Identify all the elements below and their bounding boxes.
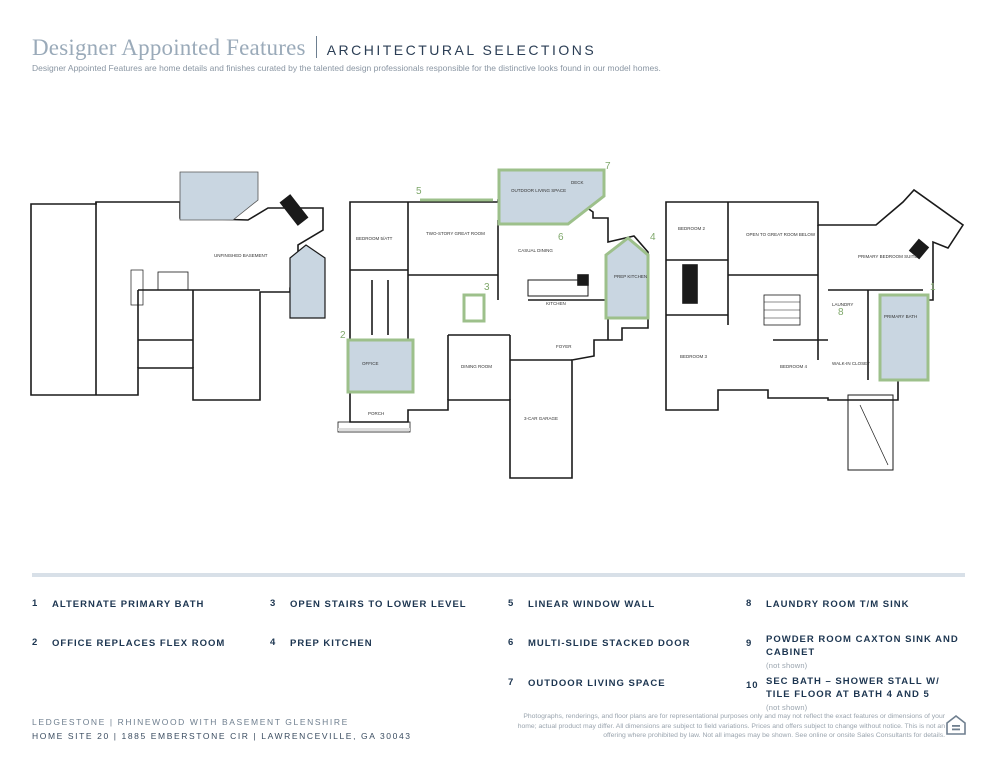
label-prep-kitchen: PREP KITCHEN	[614, 274, 647, 279]
feature-label: MULTI-SLIDE STACKED DOOR	[528, 638, 691, 649]
feature-label: SEC BATH – SHOWER STALL W/ TILE FLOOR AT…	[766, 676, 940, 700]
marker-3: 3	[484, 282, 490, 293]
label-bedroom-2: BEDROOM 2	[678, 226, 706, 231]
label-kitchen: KITCHEN	[546, 301, 566, 306]
equal-housing-icon	[946, 714, 966, 735]
page-title: Designer Appointed Features	[32, 35, 306, 60]
feature-label: ALTERNATE PRIMARY BATH	[52, 599, 205, 610]
feature-item-8: 8 LAUNDRY ROOM T/M SINK	[746, 598, 909, 611]
feature-number: 5	[508, 598, 515, 609]
feature-number: 1	[32, 598, 39, 609]
highlight-stairs	[462, 293, 486, 323]
community-info: LEDGESTONE | RHINEWOOD WITH BASEMENT GLE…	[32, 715, 412, 743]
feature-number: 4	[270, 637, 277, 648]
community-line: LEDGESTONE | RHINEWOOD WITH BASEMENT GLE…	[32, 717, 349, 727]
feature-label: OFFICE REPLACES FLEX ROOM	[52, 638, 226, 649]
feature-number: 7	[508, 677, 515, 688]
feature-label: OPEN STAIRS TO LOWER LEVEL	[290, 599, 467, 610]
label-bedroom-5: BEDROOM 5/ATT	[356, 236, 393, 241]
feature-number: 9	[746, 638, 753, 649]
feature-number: 10	[746, 680, 759, 691]
feature-note: (not shown)	[766, 661, 808, 670]
feature-number: 3	[270, 598, 277, 609]
feature-label: LINEAR WINDOW WALL	[528, 599, 656, 610]
highlight-outdoor-living	[497, 168, 606, 226]
label-unfinished-basement: UNFINISHED BASEMENT	[214, 253, 268, 258]
label-walk-in-closet: WALK-IN CLOSET	[832, 361, 870, 366]
feature-item-2: 2 OFFICE REPLACES FLEX ROOM	[32, 637, 225, 650]
label-foyer: FOYER	[556, 344, 572, 349]
feature-label: POWDER ROOM CAXTON SINK AND CABINET	[766, 634, 959, 658]
page-description: Designer Appointed Features are home det…	[32, 63, 661, 73]
address-line: HOME SITE 20 | 1885 EMBERSTONE CIR | LAW…	[32, 731, 412, 741]
label-office: OFFICE	[362, 361, 379, 366]
feature-label: LAUNDRY ROOM T/M SINK	[766, 599, 910, 610]
feature-item-1: 1 ALTERNATE PRIMARY BATH	[32, 598, 204, 611]
feature-list: 1 ALTERNATE PRIMARY BATH 2 OFFICE REPLAC…	[32, 596, 972, 712]
feature-number: 8	[746, 598, 753, 609]
label-dining-room: DINING ROOM	[461, 364, 492, 369]
label-bedroom-3: BEDROOM 3	[680, 354, 708, 359]
label-primary-bath: PRIMARY BATH	[884, 314, 917, 319]
marker-8: 8	[838, 307, 844, 318]
feature-number: 2	[32, 637, 39, 648]
marker-4: 4	[650, 232, 656, 243]
feature-label: PREP KITCHEN	[290, 638, 373, 649]
header: Designer Appointed Features ARCHITECTURA…	[32, 33, 596, 61]
highlight-prep-kitchen	[604, 236, 650, 320]
label-laundry: LAUNDRY	[832, 302, 853, 307]
feature-note: (not shown)	[766, 703, 808, 712]
feature-item-6: 6 MULTI-SLIDE STACKED DOOR	[508, 637, 690, 650]
feature-highlights	[346, 168, 930, 394]
feature-markers: 1 2 3 4 5 6 7 8	[340, 161, 936, 341]
feature-item-5: 5 LINEAR WINDOW WALL	[508, 598, 655, 611]
page-subtitle: ARCHITECTURAL SELECTIONS	[326, 42, 597, 58]
feature-label: OUTDOOR LIVING SPACE	[528, 678, 666, 689]
highlight-primary-bath	[878, 293, 930, 382]
basement-plan	[30, 171, 326, 401]
legal-disclaimer: Photographs, renderings, and floor plans…	[517, 713, 945, 739]
feature-item-4: 4 PREP KITCHEN	[270, 637, 373, 650]
main-floor-plan	[337, 199, 649, 479]
label-primary-suite: PRIMARY BEDROOM SUITE	[858, 254, 917, 259]
label-casual-dining: CASUAL DINING	[518, 248, 553, 253]
feature-item-10: 10 SEC BATH – SHOWER STALL W/ TILE FLOOR…	[746, 675, 961, 714]
room-labels: OUTDOOR LIVING SPACE DECK TWO-STORY GREA…	[214, 180, 917, 421]
marker-7: 7	[605, 161, 611, 172]
label-bedroom-4: BEDROOM 4	[780, 364, 808, 369]
label-deck: DECK	[571, 180, 584, 185]
marker-5: 5	[416, 186, 422, 197]
label-garage: 3-CAR GARAGE	[524, 416, 558, 421]
floor-plans: 1 2 3 4 5 6 7 8 OUTDOOR LIVING SPACE DEC…	[28, 160, 973, 490]
label-porch: PORCH	[368, 411, 384, 416]
feature-number: 6	[508, 637, 515, 648]
marker-1: 1	[930, 282, 936, 293]
highlight-office	[346, 338, 415, 394]
marker-2: 2	[340, 330, 346, 341]
feature-item-7: 7 OUTDOOR LIVING SPACE	[508, 677, 666, 690]
label-great-room: TWO-STORY GREAT ROOM	[426, 231, 485, 236]
section-divider	[32, 573, 965, 577]
floor-plans-drawing: 1 2 3 4 5 6 7 8 OUTDOOR LIVING SPACE DEC…	[30, 161, 965, 479]
title-divider	[315, 36, 317, 58]
feature-item-3: 3 OPEN STAIRS TO LOWER LEVEL	[270, 598, 467, 611]
marker-6: 6	[558, 232, 564, 243]
feature-item-9: 9 POWDER ROOM CAXTON SINK AND CABINET (n…	[746, 633, 961, 672]
label-outdoor-living: OUTDOOR LIVING SPACE	[511, 188, 566, 193]
label-open-to-great-room: OPEN TO GREAT ROOM BELOW	[746, 232, 816, 237]
